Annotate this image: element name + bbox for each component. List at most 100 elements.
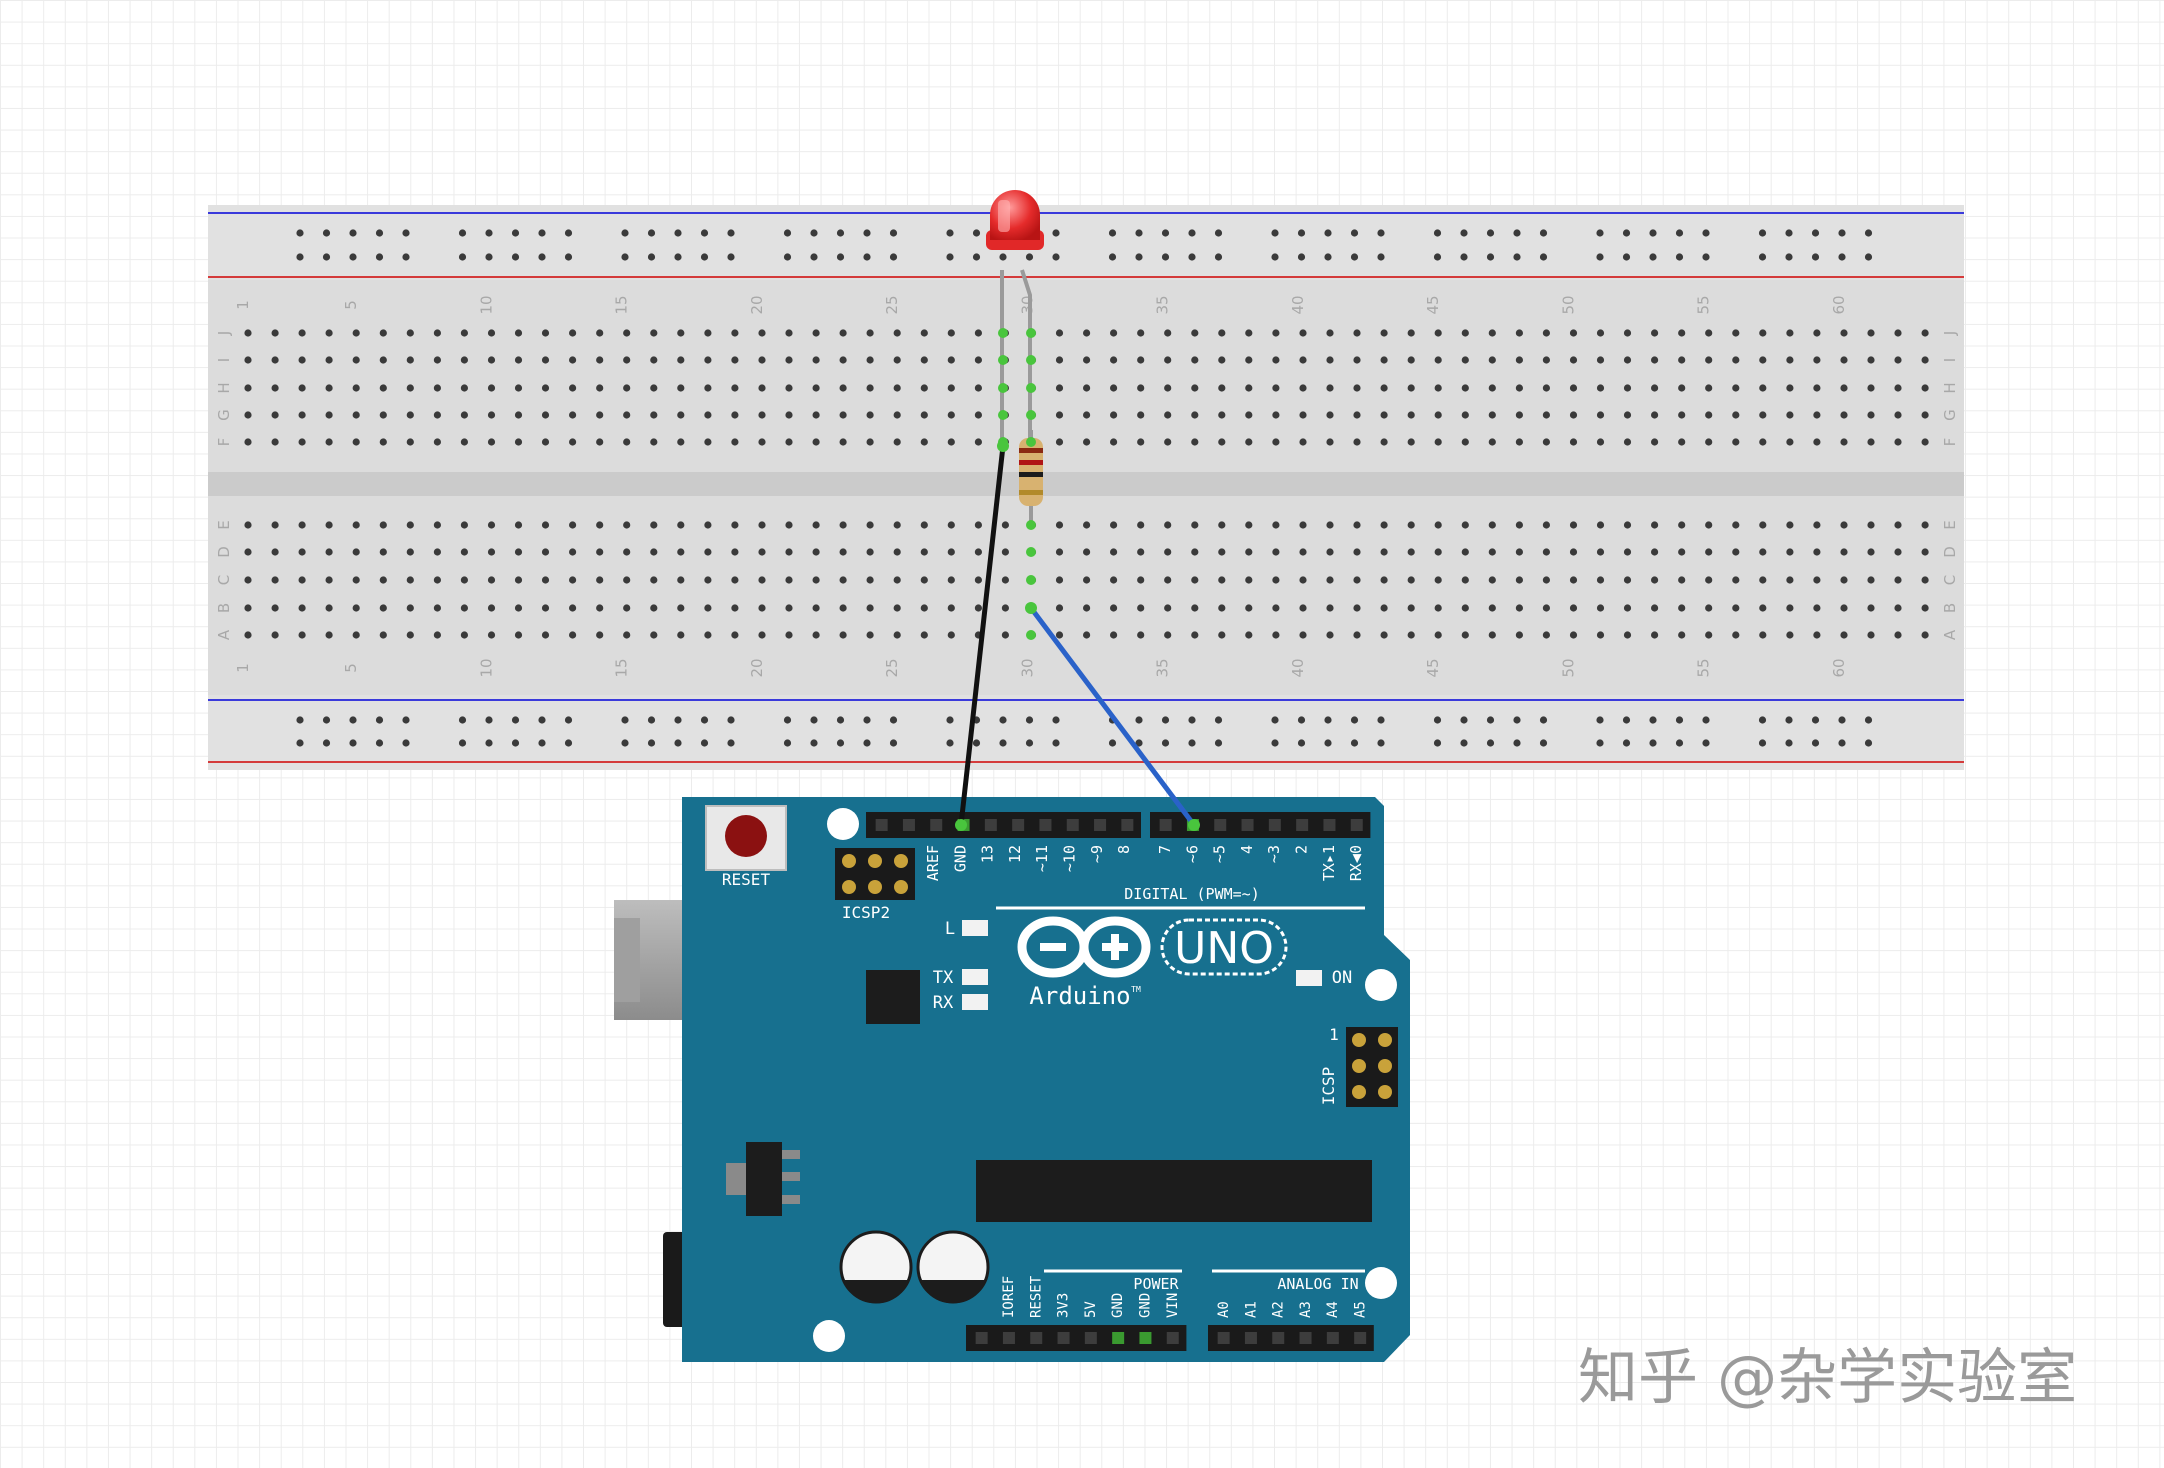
pin-label: AREF bbox=[924, 845, 942, 881]
header-pin[interactable] bbox=[1139, 1332, 1152, 1344]
breadboard-hole bbox=[1299, 604, 1307, 612]
icsp2-pin bbox=[894, 880, 908, 894]
breadboard-hole bbox=[1191, 521, 1199, 529]
breadboard-hole bbox=[947, 604, 955, 612]
breadboard-hole bbox=[1542, 548, 1550, 556]
header-pin[interactable] bbox=[1012, 819, 1025, 831]
rail-hole bbox=[1649, 229, 1657, 237]
rail-hole bbox=[621, 739, 629, 747]
breadboard-hole bbox=[298, 576, 306, 584]
header-pin[interactable] bbox=[1350, 819, 1363, 831]
rail-hole bbox=[674, 716, 682, 724]
breadboard-hole bbox=[1083, 438, 1091, 446]
breadboard-hole bbox=[731, 356, 739, 364]
header-pin[interactable] bbox=[1299, 1332, 1312, 1344]
pin-label: 2 bbox=[1293, 845, 1311, 854]
breadboard-hole bbox=[920, 521, 928, 529]
header-pin[interactable] bbox=[1217, 1332, 1230, 1344]
breadboard-hole bbox=[244, 548, 252, 556]
breadboard-hole bbox=[1461, 576, 1469, 584]
rail-hole bbox=[1622, 716, 1631, 724]
breadboard-hole bbox=[1840, 329, 1848, 337]
rail-hole bbox=[700, 716, 709, 724]
rail-hole bbox=[1811, 253, 1820, 261]
breadboard-hole bbox=[1083, 329, 1091, 337]
breadboard-hole bbox=[433, 384, 441, 392]
header-pin[interactable] bbox=[1112, 1332, 1125, 1344]
breadboard-hole bbox=[1353, 438, 1361, 446]
header-pin[interactable] bbox=[1244, 1332, 1257, 1344]
breadboard-hole bbox=[244, 329, 252, 337]
header-pin[interactable] bbox=[1272, 1332, 1285, 1344]
breadboard-hole bbox=[839, 576, 847, 584]
rail-hole bbox=[485, 716, 493, 724]
header-pin[interactable] bbox=[975, 1332, 988, 1344]
rail-hole bbox=[727, 229, 735, 237]
breadboard-hole bbox=[893, 604, 901, 612]
breadboard-hole bbox=[893, 384, 901, 392]
rail-hole bbox=[727, 253, 735, 261]
header-pin[interactable] bbox=[930, 819, 943, 831]
header-pin[interactable] bbox=[1039, 819, 1052, 831]
active-hole bbox=[1026, 328, 1036, 338]
header-pin[interactable] bbox=[1002, 1332, 1015, 1344]
header-pin[interactable] bbox=[1057, 1332, 1070, 1344]
breadboard-hole bbox=[379, 521, 387, 529]
breadboard-hole bbox=[1786, 384, 1794, 392]
header-pin[interactable] bbox=[1354, 1332, 1367, 1344]
breadboard-hole bbox=[1894, 576, 1902, 584]
breadboard-hole bbox=[623, 411, 631, 419]
rail-hole bbox=[999, 253, 1007, 261]
header-pin[interactable] bbox=[1326, 1332, 1339, 1344]
breadboard-hole bbox=[325, 548, 333, 556]
breadboard-hole bbox=[974, 604, 983, 612]
signal-wire[interactable] bbox=[1028, 605, 1197, 828]
header-pin[interactable] bbox=[1159, 819, 1172, 831]
rail-hole bbox=[1214, 253, 1223, 261]
breadboard-hole bbox=[1623, 521, 1632, 529]
breadboard-hole bbox=[1191, 604, 1199, 612]
pin-label: GND bbox=[1138, 1293, 1154, 1318]
column-number: 20 bbox=[748, 658, 766, 677]
rail-hole bbox=[1324, 253, 1332, 261]
header-pin[interactable] bbox=[1214, 819, 1227, 831]
breadboard-hole bbox=[893, 521, 901, 529]
breadboard-hole bbox=[406, 604, 414, 612]
breadboard-hole bbox=[731, 384, 739, 392]
breadboard-hole bbox=[1786, 548, 1794, 556]
header-pin[interactable] bbox=[875, 819, 888, 831]
breadboard-hole bbox=[1407, 329, 1415, 337]
header-pin[interactable] bbox=[1094, 819, 1107, 831]
rail-hole bbox=[727, 739, 735, 747]
header-pin[interactable] bbox=[1241, 819, 1254, 831]
breadboard-hole bbox=[1678, 438, 1686, 446]
gnd-wire[interactable] bbox=[958, 443, 1006, 828]
breadboard-hole bbox=[866, 411, 874, 419]
row-letter: F bbox=[215, 438, 233, 447]
header-pin[interactable] bbox=[1296, 819, 1309, 831]
header-pin[interactable] bbox=[1323, 819, 1336, 831]
header-pin[interactable] bbox=[1084, 1332, 1097, 1344]
breadboard-hole bbox=[677, 411, 685, 419]
red-led[interactable] bbox=[986, 190, 1044, 250]
breadboard-hole bbox=[541, 329, 550, 337]
breadboard-hole bbox=[1705, 384, 1713, 392]
breadboard-hole bbox=[1623, 576, 1632, 584]
header-pin[interactable] bbox=[1268, 819, 1281, 831]
header-pin[interactable] bbox=[1066, 819, 1079, 831]
header-pin[interactable] bbox=[1166, 1332, 1179, 1344]
breadboard-hole bbox=[298, 548, 306, 556]
breadboard-hole bbox=[1055, 411, 1064, 419]
header-pin[interactable] bbox=[1121, 819, 1134, 831]
header-pin[interactable] bbox=[902, 819, 915, 831]
usb-connector-shade bbox=[614, 918, 640, 1002]
header-pin[interactable] bbox=[984, 819, 997, 831]
reset-button-cap[interactable] bbox=[725, 815, 767, 857]
header-pin[interactable] bbox=[1030, 1332, 1043, 1344]
pin-header bbox=[1208, 1325, 1374, 1351]
breadboard-hole bbox=[1488, 329, 1496, 337]
breadboard-hole bbox=[1272, 631, 1280, 639]
breadboard-hole bbox=[1786, 356, 1794, 364]
